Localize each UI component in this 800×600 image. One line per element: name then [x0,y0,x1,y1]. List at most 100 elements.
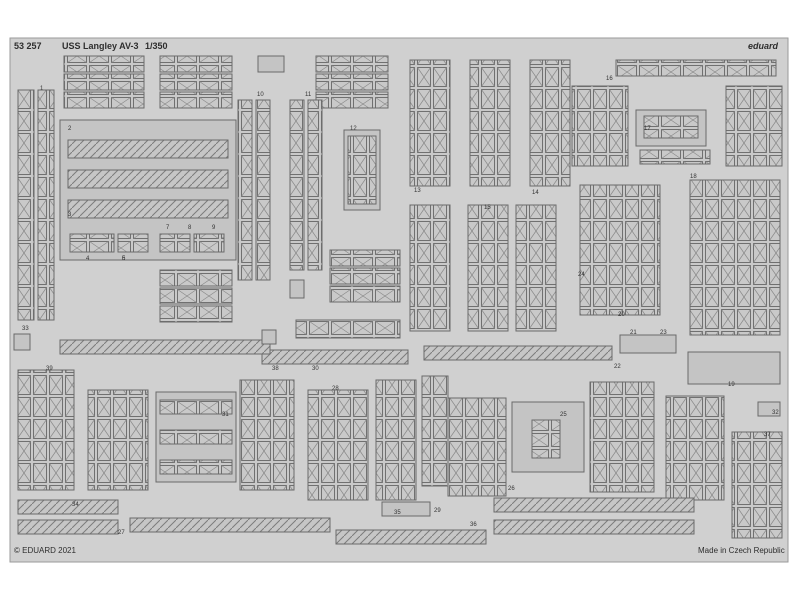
kit-scale: 1/350 [145,41,168,51]
part-label-17: 17 [644,126,651,132]
vertical-ladder [307,389,369,501]
vertical-ladder-14 [469,59,511,187]
rail-part-long [59,339,271,355]
rail-part [67,139,229,159]
part-label-30: 30 [312,366,319,372]
rail-part [129,517,331,533]
part-label-12: 12 [350,126,357,132]
part-33 [261,329,277,345]
vertical-ladder [239,379,295,491]
part-label-2: 2 [68,126,72,132]
part-label-23: 23 [660,330,667,336]
rail-part [17,499,119,515]
vertical-ladder [307,99,323,271]
part-label-38: 38 [272,366,279,372]
ladder-part [69,233,115,253]
kit-code: 53 257 [14,41,42,51]
ladder-part [639,149,711,165]
part-label-1: 1 [40,86,44,92]
ladder-part [315,55,389,73]
vertical-ladder [725,85,783,167]
part-label-20: 20 [618,312,625,318]
part-25 [511,401,585,473]
vertical-ladder-15 [515,204,557,332]
vertical-ladder [571,85,629,167]
kit-title: USS Langley AV-3 [62,41,139,51]
part-label-29: 29 [434,508,441,514]
vertical-ladder [347,135,377,205]
part-label-32: 32 [772,410,779,416]
part-label-31: 31 [222,412,229,418]
vertical-ladder [237,99,253,281]
part-21 [619,334,677,354]
ladder-part [159,287,233,305]
vertical-ladder [665,395,725,501]
part-label-35: 35 [394,510,401,516]
ladder-part [159,269,233,287]
part-label-8: 8 [188,225,192,231]
part-label-22: 22 [614,364,621,370]
vertical-ladder-18 [689,179,781,336]
part-label-39: 39 [46,366,53,372]
rail-part [17,519,119,535]
ladder-part [643,115,699,139]
part-19 [687,351,781,385]
vertical-ladder-20 [579,184,661,316]
rail-part [67,169,229,189]
ladder-part [159,73,233,91]
rail-part [493,519,695,535]
vertical-ladder [731,431,783,539]
part-label-3: 3 [68,212,72,218]
part-label-18: 18 [690,174,697,180]
part-label-7: 7 [166,225,170,231]
ladder-part-16 [615,59,777,77]
ladder-part [193,233,225,253]
part-label-24: 24 [578,272,585,278]
part-label-37: 37 [764,432,771,438]
part-label-13: 13 [414,188,421,194]
part-34 [289,279,305,299]
ladder-part [159,55,233,73]
part-label-34: 34 [72,502,79,508]
vertical-ladder-15 [467,204,509,332]
vertical-ladder [87,389,149,491]
vertical-ladder [255,99,271,281]
part-label-11: 11 [305,92,312,98]
vertical-ladder [37,89,55,321]
origin: Made in Czech Republic [698,546,785,555]
part-label-6: 6 [122,256,126,262]
part-label-9: 9 [212,225,216,231]
ladder-part [159,399,233,415]
ladder-part [329,267,401,285]
vertical-ladder-13 [409,59,451,187]
rail-part [67,199,229,219]
vertical-ladder-14 [529,59,571,187]
ladder-part [63,55,145,73]
ladder-part [63,91,145,109]
brand-logo-text: eduard [748,41,779,51]
ladder-part [159,305,233,323]
vertical-ladder-13 [409,204,451,332]
small-plate [257,55,285,73]
ladder-part [531,419,561,459]
part-label-14: 14 [532,190,539,196]
part-label-28: 28 [332,386,339,392]
ladder-part [159,233,191,253]
rail-part [335,529,487,545]
part-label-16: 16 [606,76,613,82]
ladder-part [315,73,389,91]
ladder-part [159,91,233,109]
vertical-ladder [17,89,35,321]
ladder-part [295,319,401,339]
part-label-10: 10 [257,92,264,98]
part-33 [13,333,31,351]
copyright: © EDUARD 2021 [14,546,76,555]
ladder-part [159,429,233,445]
part-label-25: 25 [560,412,567,418]
vertical-ladder [421,375,449,487]
vertical-ladder [375,379,417,501]
ladder-part [315,91,389,109]
rail-part-long [423,345,613,361]
rail-part [261,349,409,365]
